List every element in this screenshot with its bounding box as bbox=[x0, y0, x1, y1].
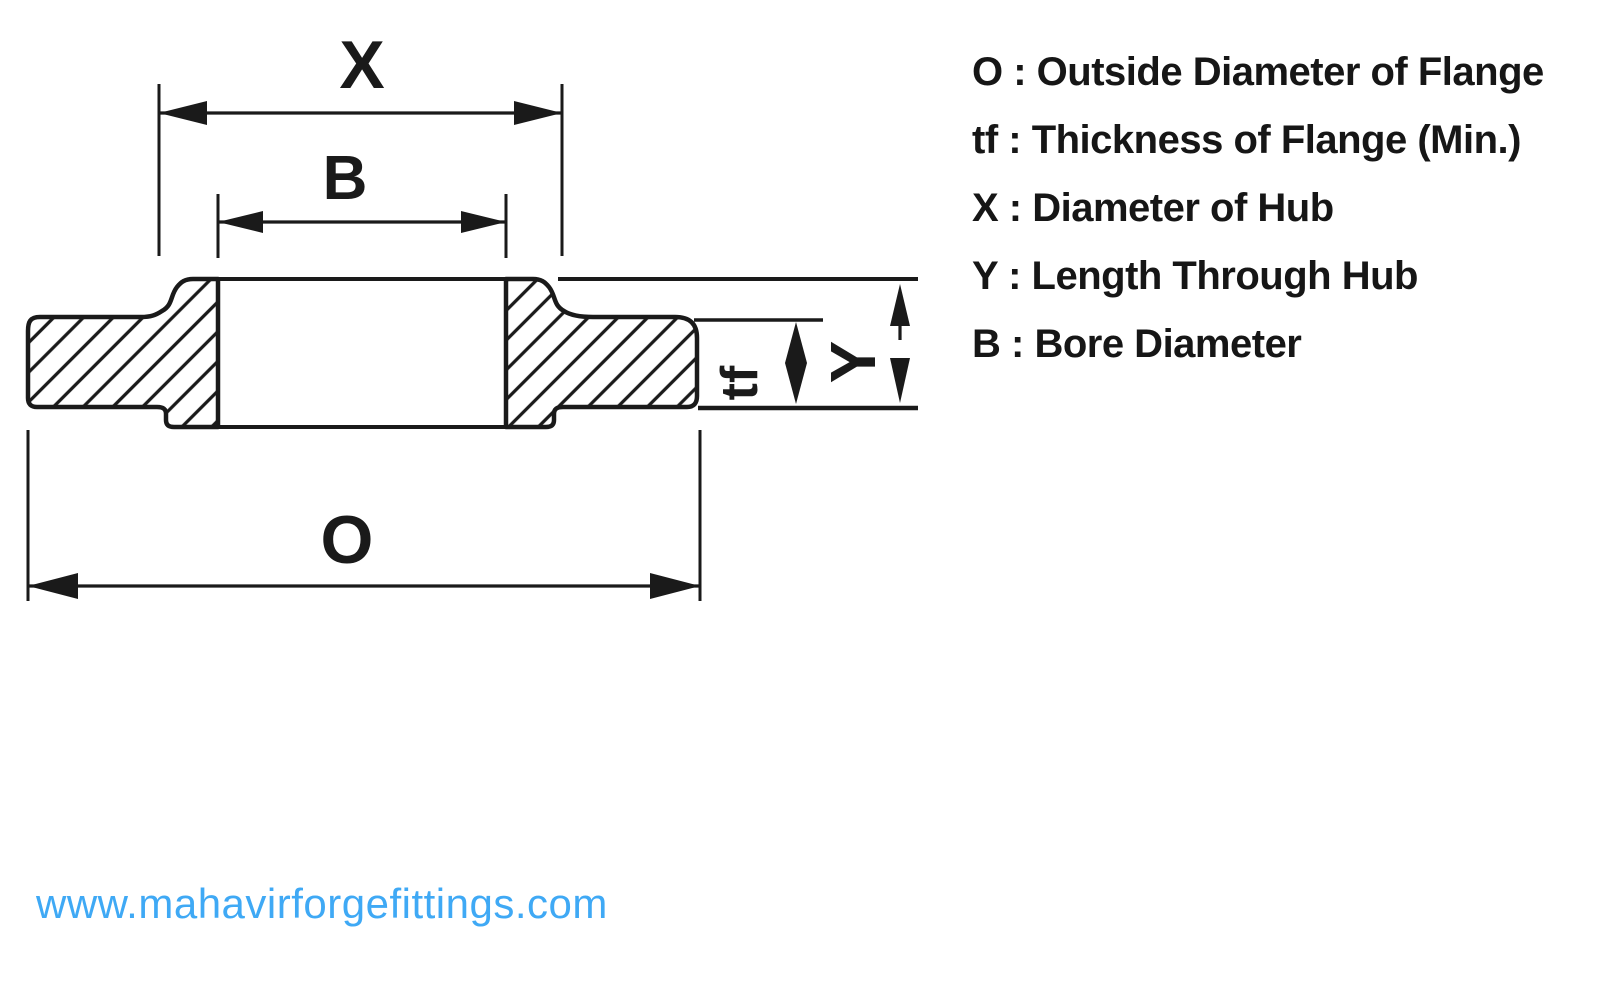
bore-outline bbox=[216, 277, 508, 429]
legend-symbol: B bbox=[972, 322, 1001, 366]
flange-section-left bbox=[25, 276, 221, 430]
legend-description: Length Through Hub bbox=[1031, 254, 1419, 298]
o-arrowhead-right bbox=[650, 573, 700, 599]
website-url[interactable]: www.mahavirforgefittings.com bbox=[36, 880, 608, 927]
dim-label-bore-diameter: B bbox=[323, 144, 368, 213]
y-arrowhead-down bbox=[890, 358, 910, 403]
dim-label-length-through-hub: Y bbox=[817, 341, 889, 384]
dimension-y: Y bbox=[558, 277, 918, 411]
legend-description: Thickness of Flange (Min.) bbox=[1031, 118, 1522, 162]
legend-separator: : bbox=[1000, 322, 1035, 366]
legend-item-outside-diameter: O : Outside Diameter of Flange bbox=[972, 38, 1592, 106]
legend-separator: : bbox=[997, 254, 1032, 298]
dim-label-outside-diameter: O bbox=[321, 502, 374, 578]
legend-separator: : bbox=[997, 118, 1032, 162]
legend-item-bore-diameter: B : Bore Diameter bbox=[972, 310, 1592, 378]
x-arrowhead-right bbox=[514, 101, 562, 125]
y-arrowhead-up bbox=[890, 284, 910, 326]
legend-symbol: tf bbox=[972, 118, 998, 162]
x-arrowhead-left bbox=[159, 101, 207, 125]
dimension-o: O bbox=[26, 430, 702, 601]
legend-symbol: X bbox=[972, 186, 999, 230]
dimension-b: B bbox=[216, 144, 508, 258]
dimension-tf: tf bbox=[694, 318, 823, 404]
legend-separator: : bbox=[998, 186, 1033, 230]
dim-label-flange-thickness: tf bbox=[711, 365, 769, 400]
b-arrowhead-right bbox=[461, 211, 506, 233]
dimension-x: X bbox=[157, 27, 564, 256]
tf-double-arrow bbox=[785, 322, 807, 404]
legend-description: Diameter of Hub bbox=[1032, 186, 1334, 230]
flange-section-right bbox=[503, 276, 700, 430]
legend: O : Outside Diameter of Flange tf : Thic… bbox=[972, 38, 1592, 378]
legend-description: Outside Diameter of Flange bbox=[1036, 50, 1545, 94]
legend-symbol: Y bbox=[972, 254, 998, 298]
dim-label-hub-diameter: X bbox=[339, 27, 384, 103]
legend-symbol: O bbox=[972, 50, 1003, 94]
legend-item-thickness: tf : Thickness of Flange (Min.) bbox=[972, 106, 1592, 174]
legend-item-hub-diameter: X : Diameter of Hub bbox=[972, 174, 1592, 242]
o-arrowhead-left bbox=[28, 573, 78, 599]
b-arrowhead-left bbox=[218, 211, 263, 233]
legend-separator: : bbox=[1002, 50, 1037, 94]
legend-description: Bore Diameter bbox=[1034, 322, 1302, 366]
legend-item-length-through-hub: Y : Length Through Hub bbox=[972, 242, 1592, 310]
